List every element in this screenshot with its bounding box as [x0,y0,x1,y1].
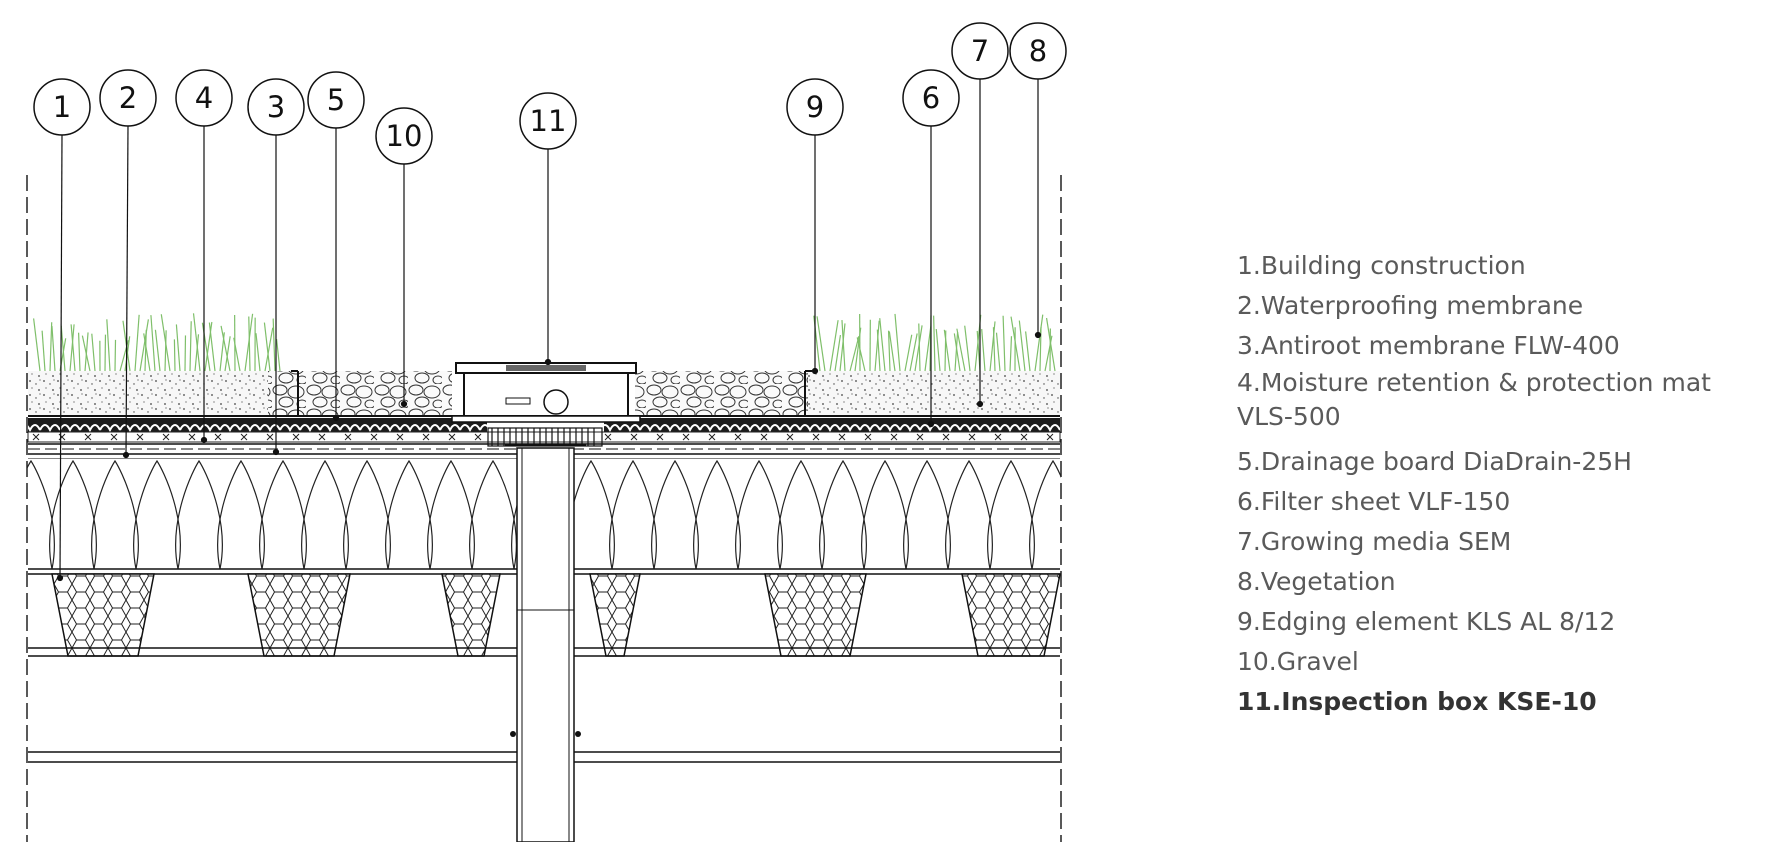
deck-rib [51,573,155,657]
deck-rib [961,573,1061,657]
callout-4: 4 [175,69,233,127]
callout-number: 11 [530,104,567,138]
roof-section-diagram: 1 2 4 3 5 10 11 9 67 8 [26,22,1067,842]
callout-number: 3 [267,90,285,124]
legend-item: 8.Vegetation [1237,567,1396,596]
callout-7: 7 [951,22,1009,80]
drain-pipe [505,443,586,842]
callout-2: 2 [99,69,157,127]
legend-item: 4.Moisture retention & protection mat VL… [1237,368,1711,431]
callout-5: 5 [307,71,365,129]
callout-number: 9 [806,90,824,124]
inspection-box [451,362,641,447]
legend-item: 10.Gravel [1237,647,1359,676]
callout-1: 1 [33,78,91,136]
callout-number: 10 [386,119,423,153]
callout-3: 3 [247,78,305,136]
vegetation [33,313,1056,372]
callout-number: 8 [1029,34,1047,68]
callout-leader-line [59,134,63,579]
protection-mat-layer [27,431,1061,443]
legend-item: 7.Growing media SEM [1237,527,1512,556]
legend-item: 6.Filter sheet VLF-150 [1237,487,1511,516]
legend-item: 9.Edging element KLS AL 8/12 [1237,607,1616,636]
edging-element-right [804,370,837,417]
callout-9: 9 [786,78,844,136]
callout-leader-line [125,125,129,456]
deck-rib [247,573,351,657]
legend: 1.Building construction 2.Waterproofing … [1237,246,1757,722]
growing-media-layer [28,371,1060,416]
callout-10: 10 [375,107,433,165]
callout-11: 11 [519,92,577,150]
callout-number: 4 [195,81,213,115]
drainage-board-layer [28,415,1060,432]
legend-item: 2.Waterproofing membrane [1237,291,1584,320]
callout-number: 6 [922,81,940,115]
callout-number: 7 [971,34,989,68]
callout-number: 2 [119,81,137,115]
callout-6: 6 [902,69,960,127]
deck-rib [441,573,501,657]
callout-number: 1 [53,90,71,124]
legend-item: 3.Antiroot membrane FLW-400 [1237,331,1620,360]
callout-number: 5 [327,83,345,117]
legend-item: 5.Drainage board DiaDrain-25H [1237,447,1632,476]
legend-item: 1.Building construction [1237,251,1526,280]
deck-rib [764,573,867,657]
legend-item: 11.Inspection box KSE-10 [1237,687,1597,716]
deck-rib [589,573,641,657]
edging-element-left [266,370,299,417]
callout-8: 8 [1009,22,1067,80]
